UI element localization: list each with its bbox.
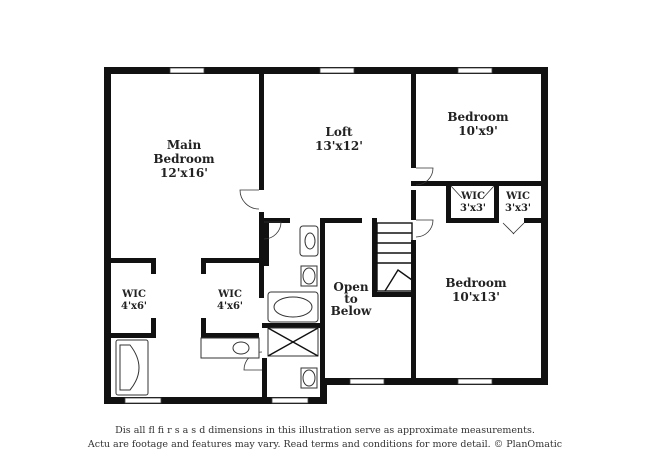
wic-small-1-label: WIC	[460, 191, 485, 202]
main-bedroom-label-1: Main	[167, 138, 202, 152]
bedroom-top-dims: 10'x9'	[458, 124, 498, 138]
main-bedroom-dims: 12'x16'	[160, 166, 208, 180]
open-to-below-line2: to	[344, 292, 358, 306]
disclaimer-line-2: Actu are footage and features may vary. …	[87, 439, 563, 450]
disclaimer-line-1: Dis all fl fi r s a s d dimensions in th…	[115, 425, 535, 436]
staircase	[376, 222, 413, 292]
bedroom-bottom-dims: 10'x13'	[452, 290, 500, 304]
loft-label: Loft	[325, 125, 353, 139]
room-labels: Main Bedroom 12'x16' Loft 13'x12' Bedroo…	[121, 110, 531, 318]
bedroom-bottom-label: Bedroom	[445, 276, 506, 290]
main-bedroom-label-2: Bedroom	[153, 152, 214, 166]
bedroom-top-label: Bedroom	[447, 110, 508, 124]
wic-small-1-dims: 3'x3'	[460, 203, 486, 214]
windows	[124, 67, 493, 404]
wic-mid-label: WIC	[217, 289, 242, 300]
loft-dims: 13'x12'	[315, 139, 363, 153]
interior-walls	[111, 74, 541, 402]
open-to-below-line3: Below	[331, 304, 372, 318]
open-to-below-line1: Open	[333, 280, 368, 294]
wic-left-dims: 4'x6'	[121, 301, 147, 312]
wic-small-2-dims: 3'x3'	[505, 203, 531, 214]
wic-small-2-label: WIC	[505, 191, 530, 202]
wic-left-label: WIC	[121, 289, 146, 300]
door-swings	[239, 167, 525, 371]
wic-mid-dims: 4'x6'	[217, 301, 243, 312]
bath-fixtures	[115, 225, 319, 396]
